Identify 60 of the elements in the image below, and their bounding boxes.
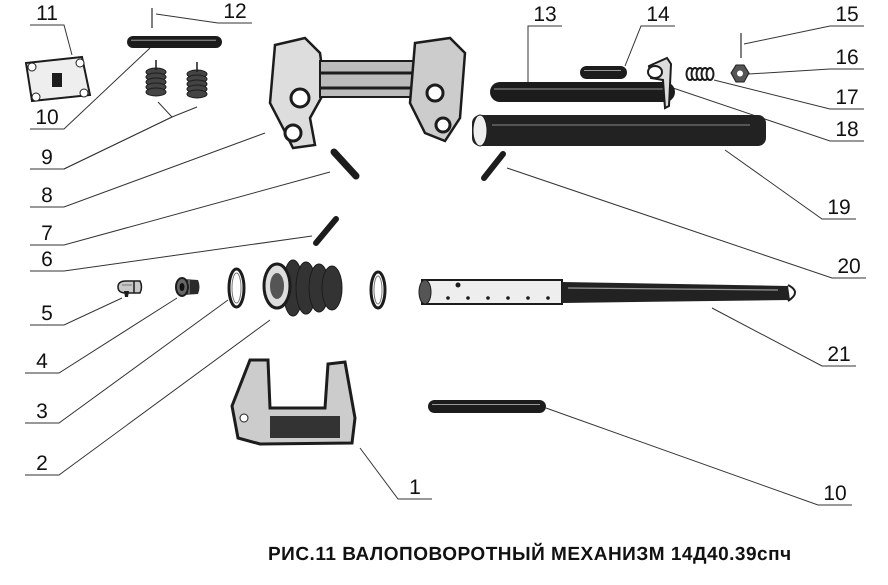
leader-line	[30, 106, 198, 170]
callout-number: 3	[25, 400, 59, 423]
leader-line	[714, 80, 864, 110]
leader-line	[546, 408, 852, 506]
callout-number: 19	[822, 196, 856, 219]
pin-drawing	[580, 66, 627, 79]
callout-number: 16	[830, 46, 864, 69]
rod-drawing	[127, 36, 222, 48]
callout-number: 13	[528, 3, 562, 26]
rod-drawing	[490, 82, 675, 102]
callout-number: 9	[30, 146, 64, 169]
callout-number: 8	[30, 184, 64, 207]
callout-number: 4	[25, 350, 59, 373]
callout-number: 1	[398, 476, 432, 499]
washer-drawing	[228, 268, 245, 308]
callout-number: 11	[30, 2, 64, 25]
nut-drawing	[731, 65, 749, 82]
leader-line	[672, 88, 864, 142]
pin-drawing	[330, 148, 360, 180]
bushing-drawing	[175, 276, 201, 298]
callout-number: 15	[830, 3, 864, 26]
leader-line	[24, 300, 228, 424]
lever-drawing	[645, 56, 673, 108]
leader-line	[30, 132, 266, 208]
callout-number: 12	[218, 0, 252, 23]
pin-drawing	[312, 215, 340, 247]
leader-line	[24, 320, 270, 476]
leader-line	[30, 172, 330, 246]
pin-drawing	[738, 33, 744, 58]
leader-line	[30, 298, 122, 326]
leader-line	[724, 150, 856, 220]
leader-line	[360, 448, 432, 500]
leader-line	[528, 26, 562, 82]
callout-number: 6	[30, 248, 64, 271]
leader-line	[30, 24, 72, 56]
callout-number: 18	[830, 118, 864, 141]
fitting-drawing	[116, 278, 144, 298]
leader-line	[24, 298, 178, 374]
leader-line	[30, 236, 312, 272]
caption: РИС.11 ВАЛОПОВОРОТНЫЙ МЕХАНИЗМ 14Д40.39спч	[268, 544, 792, 566]
leader-line	[624, 26, 676, 66]
callout-number: 10	[818, 482, 852, 505]
spring-drawing	[686, 67, 714, 81]
callout-number: 10	[30, 106, 64, 129]
callout-number: 21	[822, 343, 856, 366]
leader-line	[30, 48, 150, 130]
leader-line	[712, 308, 856, 366]
leader-line	[744, 26, 864, 44]
callout-number: 2	[25, 452, 59, 475]
callout-number: 14	[641, 3, 675, 26]
callout-number: 20	[832, 255, 866, 278]
leader-line	[156, 14, 252, 24]
callout-number: 7	[30, 222, 64, 245]
callout-number: 17	[830, 86, 864, 109]
leader-line	[506, 168, 866, 278]
rod-drawing	[428, 400, 546, 413]
leader-line	[748, 68, 864, 74]
cover-plate-drawing	[22, 55, 92, 103]
pin-drawing	[480, 150, 507, 182]
callout-number: 5	[30, 302, 64, 325]
